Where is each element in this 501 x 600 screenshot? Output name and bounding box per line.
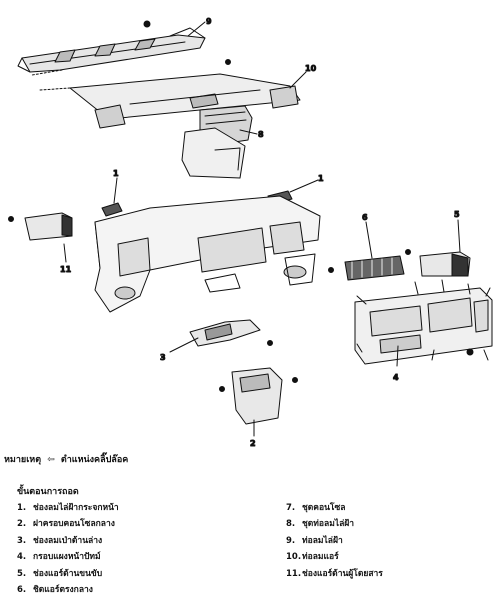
part-9-defroster-nozzle <box>17 20 206 76</box>
leader-10 <box>289 71 307 89</box>
callout-8: 8 <box>258 130 264 139</box>
procedure-heading: ขั้นตอนการถอด <box>17 487 79 497</box>
leader-3 <box>169 337 199 353</box>
part-4-cluster-bezel <box>354 279 493 365</box>
part-8-defroster-duct-assembly <box>181 105 253 179</box>
leader-5 <box>457 219 461 253</box>
part-10-air-duct <box>39 59 301 129</box>
procedure-step: 9.ท่อลมไล่ฝ้า <box>286 535 343 546</box>
callout-9: 9 <box>206 17 212 26</box>
part-5-driver-vent <box>419 251 471 277</box>
part-11-passenger-vent <box>8 212 73 241</box>
callout-3: 3 <box>160 353 166 362</box>
callout-10: 10 <box>305 64 317 73</box>
leader-1a <box>113 177 118 204</box>
callout-6: 6 <box>362 213 368 222</box>
procedure-step: 3.ช่องลมเป่าด้านล่าง <box>17 535 103 546</box>
exploded-parts-diagram: 9 10 8 1 1 <box>8 17 493 449</box>
procedure-step: 10.ท่อลมแอร์ <box>286 552 339 563</box>
callout-2: 2 <box>250 439 256 448</box>
note-text: ตำแหน่งคลิ๊ปล๊อค <box>60 455 129 465</box>
procedure-step: 4.กรอบแผงหน้าปัทม์ <box>17 552 101 563</box>
part-1-windshield-vent-left <box>101 202 123 217</box>
procedure-step: 8.ชุดท่อลมไล่ฝ้า <box>286 519 355 530</box>
leader-1b <box>289 179 319 193</box>
procedure-step: 5.ช่องแอร์ด้านขนขับ <box>17 568 103 579</box>
callout-1b: 1 <box>318 174 324 183</box>
callout-5: 5 <box>454 210 460 219</box>
clip-lock-arrow-icon: ⇦ <box>47 455 55 465</box>
procedure-step: 7.ชุดคอนโซล <box>286 503 346 513</box>
part-2-console-cover <box>219 367 298 425</box>
procedure-steps-right: 7.ชุดคอนโซล 8.ชุดท่อลมไล่ฝ้า 9.ท่อลมไล่ฝ… <box>286 500 383 582</box>
leader-9 <box>187 21 206 37</box>
procedure-step: 11.ช่องแอร์ด้านผู้โดยสาร <box>286 568 383 579</box>
procedure-step: 6.ชิดแอร์ตรงกลาง <box>17 585 93 596</box>
leader-11 <box>63 243 67 263</box>
legend-note: หมายเหตุ ⇦ ตำแหน่งคลิ๊ปล๊อค <box>4 452 128 466</box>
note-label: หมายเหตุ <box>4 455 42 465</box>
procedure-step: 2.ฝาครอบคอนโซลกลาง <box>17 519 115 530</box>
leader-8 <box>239 129 258 135</box>
leader-4 <box>396 345 399 367</box>
callout-4: 4 <box>393 373 399 382</box>
procedure-step: 1.ช่องลมไล่ฝ้ากระจกหน้า <box>17 503 119 513</box>
procedure-steps-left: 1.ช่องลมไล่ฝ้ากระจกหน้า 2.ฝาครอบคอนโซลกล… <box>17 500 119 598</box>
leader-6 <box>365 221 373 259</box>
part-3-lower-vent <box>189 319 273 347</box>
callout-1a: 1 <box>113 169 119 178</box>
callout-11: 11 <box>60 265 72 274</box>
part-6-center-vent <box>328 249 411 281</box>
instrument-panel <box>94 195 321 313</box>
